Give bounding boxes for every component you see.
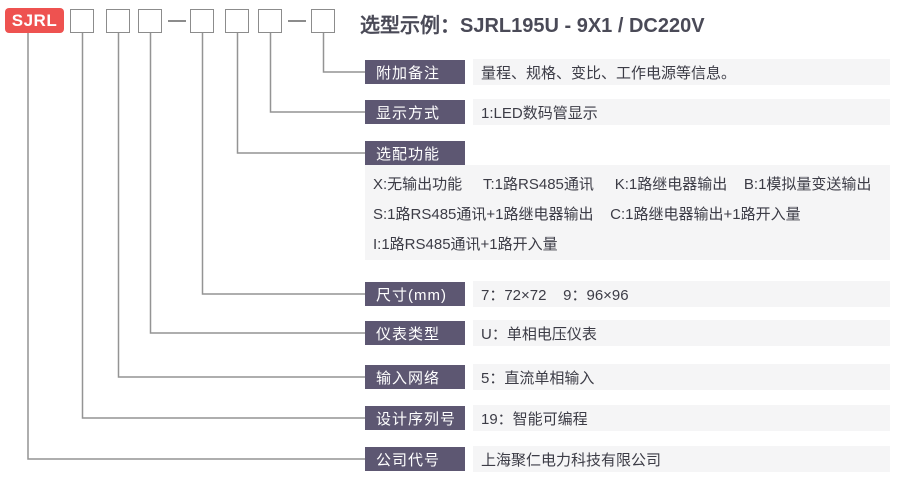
row-label-meter-type: 仪表类型 (365, 321, 465, 345)
code-box-4 (190, 9, 214, 33)
row-description-meter-type: U：单相电压仪表 (473, 320, 890, 346)
row-label-additional-notes: 附加备注 (365, 60, 465, 84)
row-description-design-series: 19：智能可编程 (473, 405, 890, 431)
row-label-company-code: 公司代号 (365, 447, 465, 471)
code-box-3 (138, 9, 162, 33)
row-description-dimensions: 7：72×72 9：96×96 (473, 281, 890, 307)
row-description-input-network: 5：直流单相输入 (473, 364, 890, 390)
brand-box: SJRL (5, 8, 64, 33)
code-box-6 (258, 9, 282, 33)
code-box-1 (70, 9, 94, 33)
row-label-design-series: 设计序列号 (365, 406, 465, 430)
row-description-display-mode: 1:LED数码管显示 (473, 99, 890, 125)
dash-separator (168, 20, 186, 22)
row-label-dimensions: 尺寸(mm) (365, 282, 465, 306)
optional-functions-line: S:1路RS485通讯+1路继电器输出 C:1路继电器输出+1路开入量 (373, 206, 801, 223)
row-label-display-mode: 显示方式 (365, 100, 465, 124)
row-label-input-network: 输入网络 (365, 365, 465, 389)
optional-functions-line: I:1路RS485通讯+1路开入量 (373, 236, 558, 253)
selection-example-title: 选型示例：SJRL195U - 9X1 / DC220V (360, 15, 705, 37)
optional-functions-block: X:无输出功能 T:1路RS485通讯 K:1路继电器输出 B:1模拟量变送输出… (365, 165, 890, 260)
code-box-2 (106, 9, 130, 33)
optional-functions-line: X:无输出功能 T:1路RS485通讯 K:1路继电器输出 B:1模拟量变送输出 (373, 176, 872, 193)
dash-separator (288, 20, 306, 22)
row-label-optional-functions: 选配功能 (365, 141, 465, 165)
code-box-5 (225, 9, 249, 33)
code-box-7 (311, 9, 335, 33)
row-description-company-code: 上海聚仁电力科技有限公司 (473, 446, 890, 472)
row-description-additional-notes: 量程、规格、变比、工作电源等信息。 (473, 59, 890, 85)
